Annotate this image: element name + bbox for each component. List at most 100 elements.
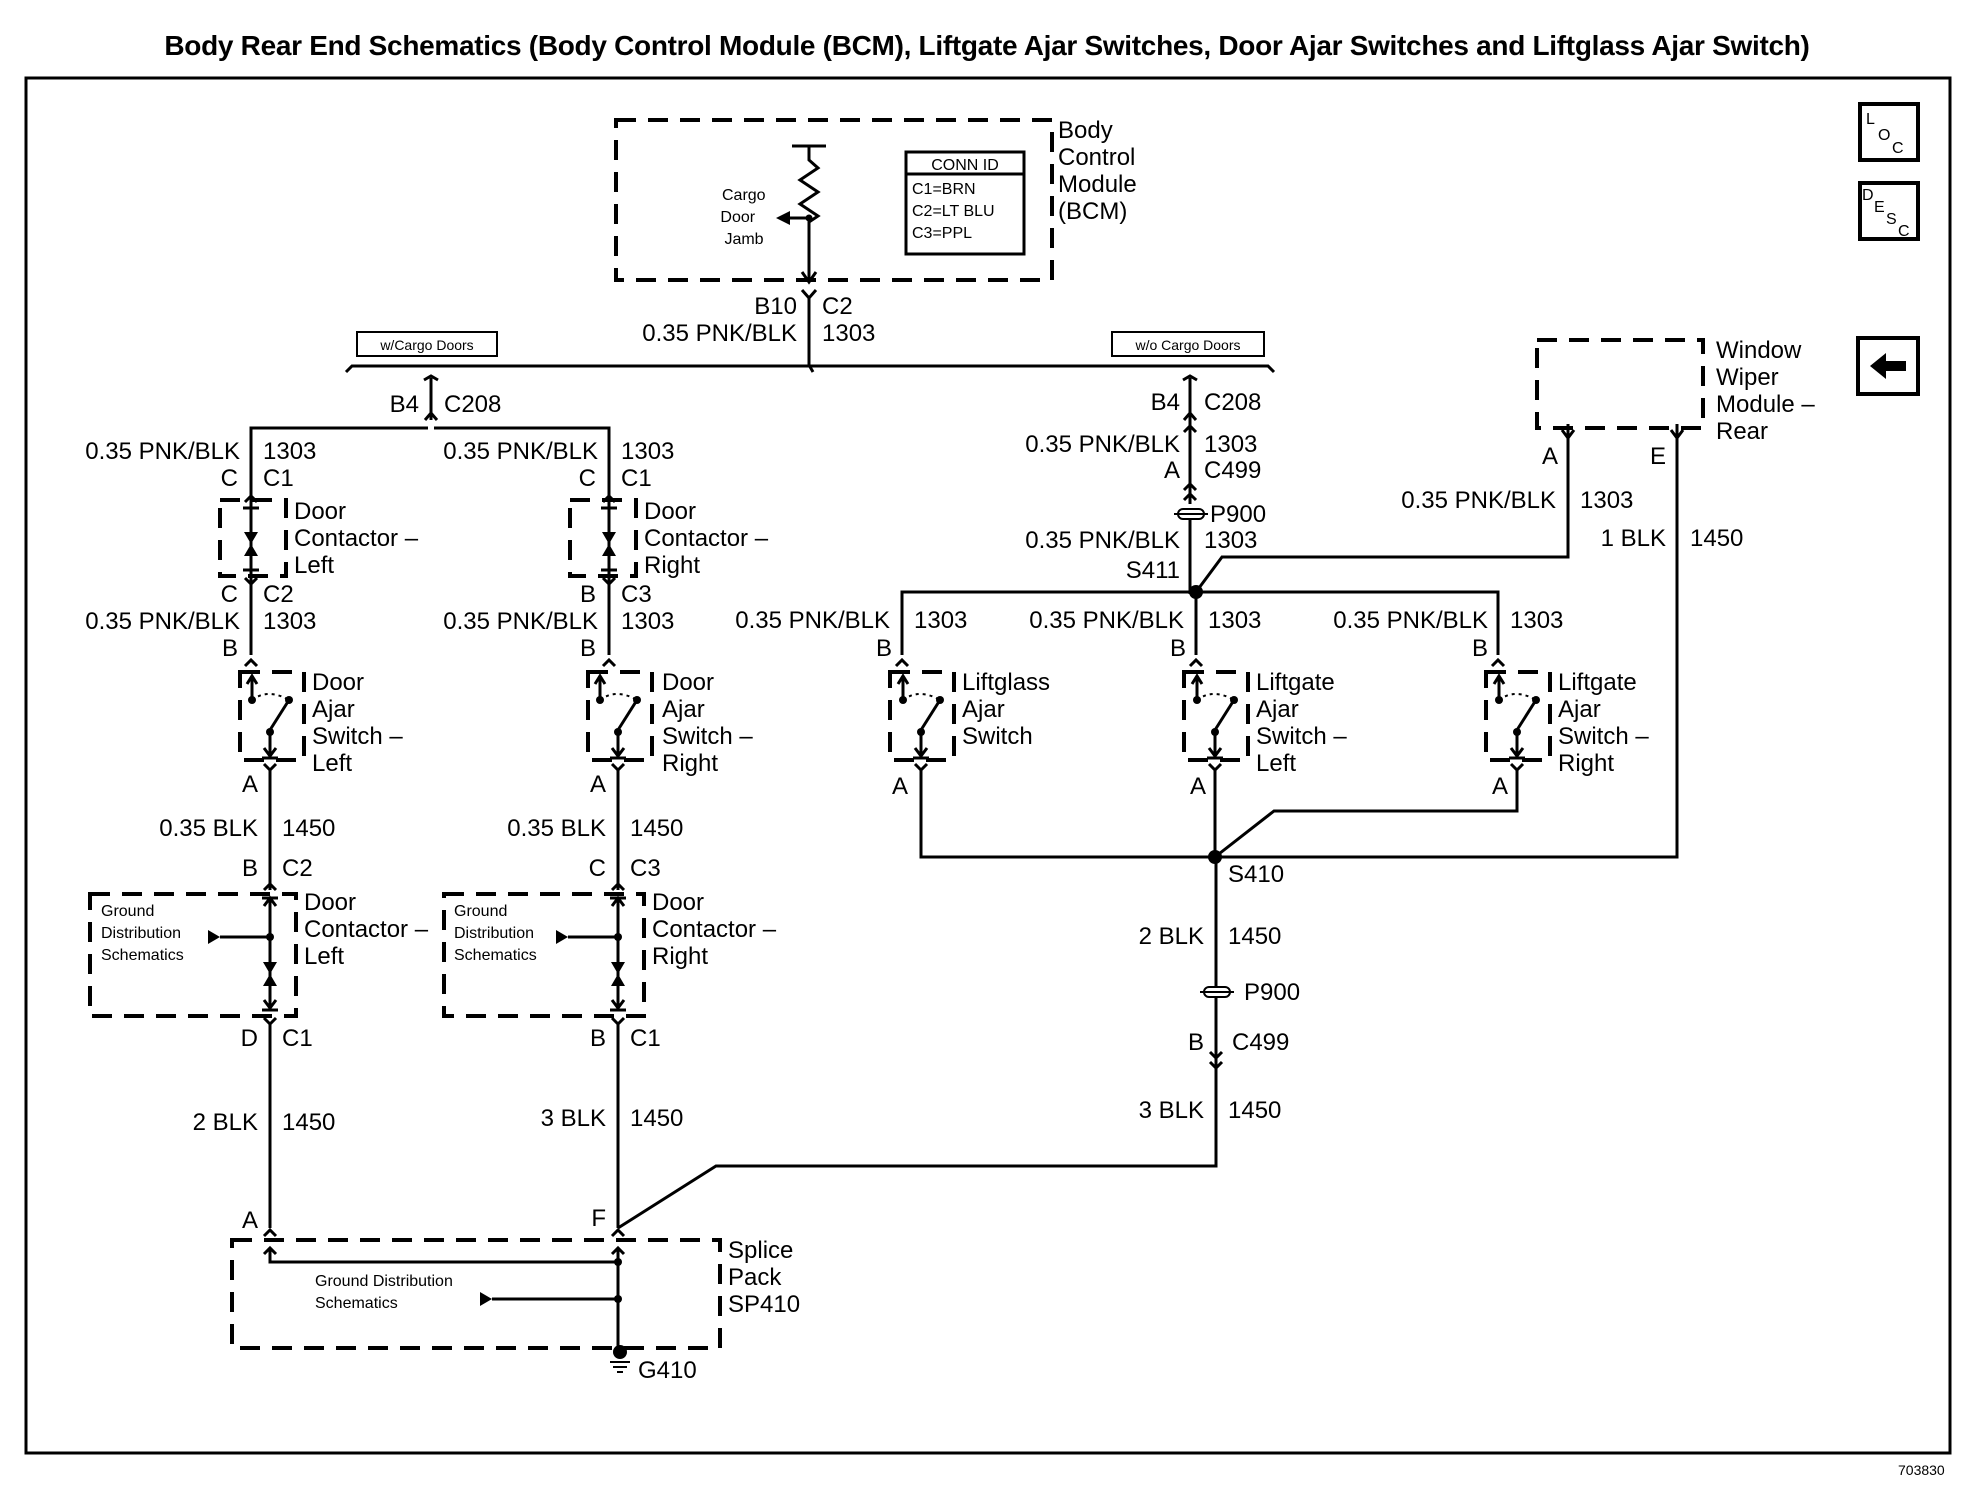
svg-text:1303: 1303 <box>1204 431 1257 458</box>
svg-text:1 BLK: 1 BLK <box>1601 525 1666 552</box>
splice-pack-sp410: Ground Distribution Schematics Splice Pa… <box>230 1237 800 1384</box>
svg-text:C1: C1 <box>630 1025 661 1052</box>
ground-icon <box>610 1361 630 1373</box>
svg-text:3 BLK: 3 BLK <box>541 1105 606 1132</box>
svg-text:1303: 1303 <box>621 608 674 635</box>
ground-return-bus <box>919 424 1679 859</box>
door-contactor-right-ground-label: Door Contactor – Right <box>652 889 783 970</box>
option-bus <box>344 364 1276 374</box>
svg-text:B: B <box>1170 635 1186 662</box>
svg-text:B: B <box>876 635 892 662</box>
svg-text:CONN ID: CONN ID <box>931 157 999 174</box>
back-arrow-icon <box>1870 353 1906 379</box>
svg-text:E: E <box>1650 443 1666 470</box>
input-arrow-icon <box>776 211 790 225</box>
c208-label: C208 <box>444 391 501 418</box>
loc-button[interactable]: L O C <box>1858 102 1920 162</box>
svg-text:C2: C2 <box>263 581 294 608</box>
svg-text:2 BLK: 2 BLK <box>193 1109 258 1136</box>
svg-text:F: F <box>591 1205 606 1232</box>
desc-letter-e: E <box>1874 199 1885 216</box>
svg-text:A: A <box>590 771 606 798</box>
desc-letter-s: S <box>1886 211 1897 228</box>
door-ajar-switch-right-label: Door Ajar Switch – Right <box>662 669 759 777</box>
svg-text:A: A <box>1542 443 1558 470</box>
svg-text:C1: C1 <box>282 1025 313 1052</box>
svg-text:0.35 PNK/BLK: 0.35 PNK/BLK <box>443 438 598 465</box>
ground-distribution-label: Ground Distribution Schematics <box>454 903 538 964</box>
door-contactor-left-ground-label: Door Contactor – Left <box>304 889 435 970</box>
svg-text:1303: 1303 <box>914 607 967 634</box>
cargo-door-jamb-label: Cargo Door Jamb <box>720 187 770 248</box>
bcm-connector: C2 <box>822 293 853 320</box>
svg-text:1450: 1450 <box>1228 923 1281 950</box>
svg-text:0.35 PNK/BLK: 0.35 PNK/BLK <box>735 607 890 634</box>
svg-text:A: A <box>242 1207 258 1234</box>
bcm-module: Cargo Door Jamb CONN ID C1=BRN C2=LT BLU… <box>614 117 1143 285</box>
svg-text:C1: C1 <box>263 465 294 492</box>
svg-text:P900: P900 <box>1244 979 1300 1006</box>
liftgate-ajar-switch-right: 0.35 PNK/BLK 1303 B A Liftgate Ajar Swit… <box>1333 607 1655 800</box>
svg-text:A: A <box>1190 773 1206 800</box>
bcm-pin: B10 <box>754 293 797 320</box>
liftglass-ajar-switch: 0.35 PNK/BLK 1303 B A Liftglass Ajar Swi… <box>735 607 1050 800</box>
svg-text:1450: 1450 <box>282 815 335 842</box>
door-contactor-right-label: Door Contactor – Right <box>644 498 775 579</box>
svg-text:C: C <box>221 581 238 608</box>
svg-text:B: B <box>580 635 596 662</box>
svg-text:B: B <box>1472 635 1488 662</box>
svg-text:1303: 1303 <box>1208 607 1261 634</box>
svg-text:1450: 1450 <box>630 1105 683 1132</box>
description-icon <box>1858 181 1920 241</box>
window-wiper-module-rear: A E Window Wiper Module – Rear 0.35 PNK/… <box>1401 337 1815 552</box>
svg-text:0.35 PNK/BLK: 0.35 PNK/BLK <box>85 438 240 465</box>
svg-text:1303: 1303 <box>263 608 316 635</box>
svg-text:C: C <box>579 465 596 492</box>
document-number: 703830 <box>1898 1462 1945 1478</box>
wire-to-wiper <box>1194 424 1570 593</box>
bcm-name: Body Control Module (BCM) <box>1058 117 1143 225</box>
location-icon <box>1858 102 1920 162</box>
circuit-label: 1303 <box>822 320 875 347</box>
svg-text:C499: C499 <box>1204 457 1261 484</box>
desc-letter-c: C <box>1898 223 1910 240</box>
svg-text:0.35 PNK/BLK: 0.35 PNK/BLK <box>1029 607 1184 634</box>
door-right-path: 0.35 PNK/BLK 1303 C C1 Door Contactor – … <box>442 438 783 1238</box>
svg-text:1450: 1450 <box>282 1109 335 1136</box>
s410-ground-path: S410 2 BLK 1450 P900 B C499 3 BLK 1450 <box>1139 857 1300 1124</box>
svg-text:1303: 1303 <box>263 438 316 465</box>
svg-text:1450: 1450 <box>1228 1097 1281 1124</box>
ground-distribution-label: Ground Distribution Schematics <box>101 903 185 964</box>
svg-text:C: C <box>221 465 238 492</box>
p900-pass-through-icon <box>1174 508 1208 520</box>
option-without-cargo: w/o Cargo Doors <box>1111 331 1265 357</box>
svg-text:1303: 1303 <box>1510 607 1563 634</box>
ground-point <box>613 1345 627 1359</box>
svg-text:B: B <box>242 855 258 882</box>
svg-text:0.35 PNK/BLK: 0.35 PNK/BLK <box>85 608 240 635</box>
desc-button[interactable]: D E S C <box>1858 181 1920 241</box>
p900-pass-through-icon <box>1200 986 1234 998</box>
svg-text:C208: C208 <box>1204 389 1261 416</box>
svg-text:3 BLK: 3 BLK <box>1139 1097 1204 1124</box>
svg-text:D: D <box>241 1025 258 1052</box>
splice-s411-label: S411 <box>1126 557 1180 584</box>
svg-text:Liftgate Ajar Swit: Liftgate Ajar Switch – Right <box>1558 669 1655 777</box>
svg-text:w/o Cargo Doors: w/o Cargo Doors <box>1134 337 1240 353</box>
svg-text:Liftgate Ajar Swit: Liftgate Ajar Switch – Left <box>1256 669 1353 777</box>
back-button[interactable] <box>1856 336 1920 396</box>
option-with-cargo: w/Cargo Doors <box>356 331 498 357</box>
diagram-frame <box>24 76 1952 1455</box>
svg-text:C3: C3 <box>630 855 661 882</box>
svg-text:C3: C3 <box>621 581 652 608</box>
svg-text:0.35 PNK/BLK: 0.35 PNK/BLK <box>1333 607 1488 634</box>
c208-pin: B4 <box>390 391 419 418</box>
svg-text:1450: 1450 <box>1690 525 1743 552</box>
svg-text:1303: 1303 <box>621 438 674 465</box>
svg-text:C2=LT BLU: C2=LT BLU <box>912 203 995 220</box>
switch-feed-bus <box>900 590 1500 655</box>
ground-link-wire <box>617 1076 1218 1230</box>
door-left-path: 0.35 PNK/BLK 1303 C C1 Door Contactor – … <box>85 438 435 1238</box>
desc-letter-d: D <box>1862 187 1874 204</box>
